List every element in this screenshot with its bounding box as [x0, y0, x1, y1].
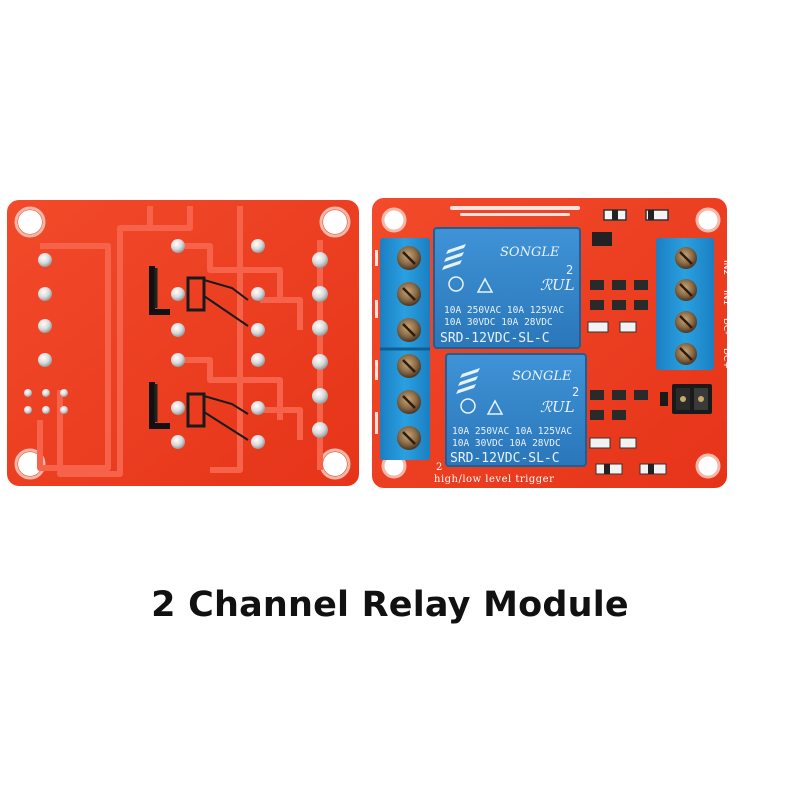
- pin-label-in2: IN2: [721, 260, 731, 275]
- back-relay-footprint-2: [149, 353, 265, 449]
- relay-1: ℛUL: [433, 227, 581, 349]
- relay-2-rating-1: 10A 250VAC 10A 125VAC: [452, 426, 572, 437]
- board-front-side: ℛUL ℛUL SONGLE 2 10A 250VAC 10A 125VAC 1…: [372, 198, 731, 488]
- silkscreen-left-labels: [375, 250, 378, 434]
- pin-label-in1: IN1: [721, 290, 731, 305]
- input-terminal-block: [656, 238, 714, 370]
- cqc-mark-icon-2: [460, 398, 476, 414]
- relay-2: ℛUL: [445, 353, 587, 467]
- relay-2-rating-2: 10A 30VDC 10A 28VDC: [452, 438, 561, 449]
- ul-mark-icon: ℛUL: [540, 276, 575, 294]
- songle-logo-icon: [442, 244, 466, 270]
- relay-2-channel: 2: [572, 385, 579, 399]
- cqc-mark-icon: [448, 276, 464, 292]
- silkscreen-top-text: [450, 206, 580, 216]
- trigger-label: high/low level trigger: [434, 474, 554, 485]
- ul-mark-icon-2: ℛUL: [540, 398, 575, 416]
- relay-1-rating-1: 10A 250VAC 10A 125VAC: [444, 305, 564, 316]
- songle-logo-icon-2: [456, 368, 480, 394]
- smd-components: [587, 232, 667, 475]
- warning-triangle-icon: [476, 277, 494, 293]
- pin-label-dc-minus: DC-: [721, 318, 731, 334]
- back-relay-footprint-1: [149, 239, 265, 337]
- relay-1-brand: SONGLE: [500, 245, 560, 260]
- board-back-side: [7, 200, 359, 486]
- warning-triangle-icon-2: [486, 399, 504, 415]
- relay-2-model: SRD-12VDC-SL-C: [450, 451, 560, 466]
- relay-1-channel: 2: [566, 263, 573, 277]
- relay-1-model: SRD-12VDC-SL-C: [440, 331, 550, 346]
- back-header-pads: [24, 389, 68, 414]
- back-left-pads: [38, 253, 52, 367]
- product-caption: 2 Channel Relay Module: [151, 585, 629, 625]
- relay-1-rating-2: 10A 30VDC 10A 28VDC: [444, 317, 553, 328]
- pin-label-dc-plus: DC+: [721, 348, 731, 369]
- output-terminal-block: [380, 238, 430, 460]
- smd-diode-top: [645, 209, 669, 221]
- relay-2-brand: SONGLE: [512, 369, 572, 384]
- board-channel-label: 2: [436, 462, 442, 473]
- trigger-jumper: [660, 384, 712, 414]
- back-terminal-pads: [312, 252, 328, 438]
